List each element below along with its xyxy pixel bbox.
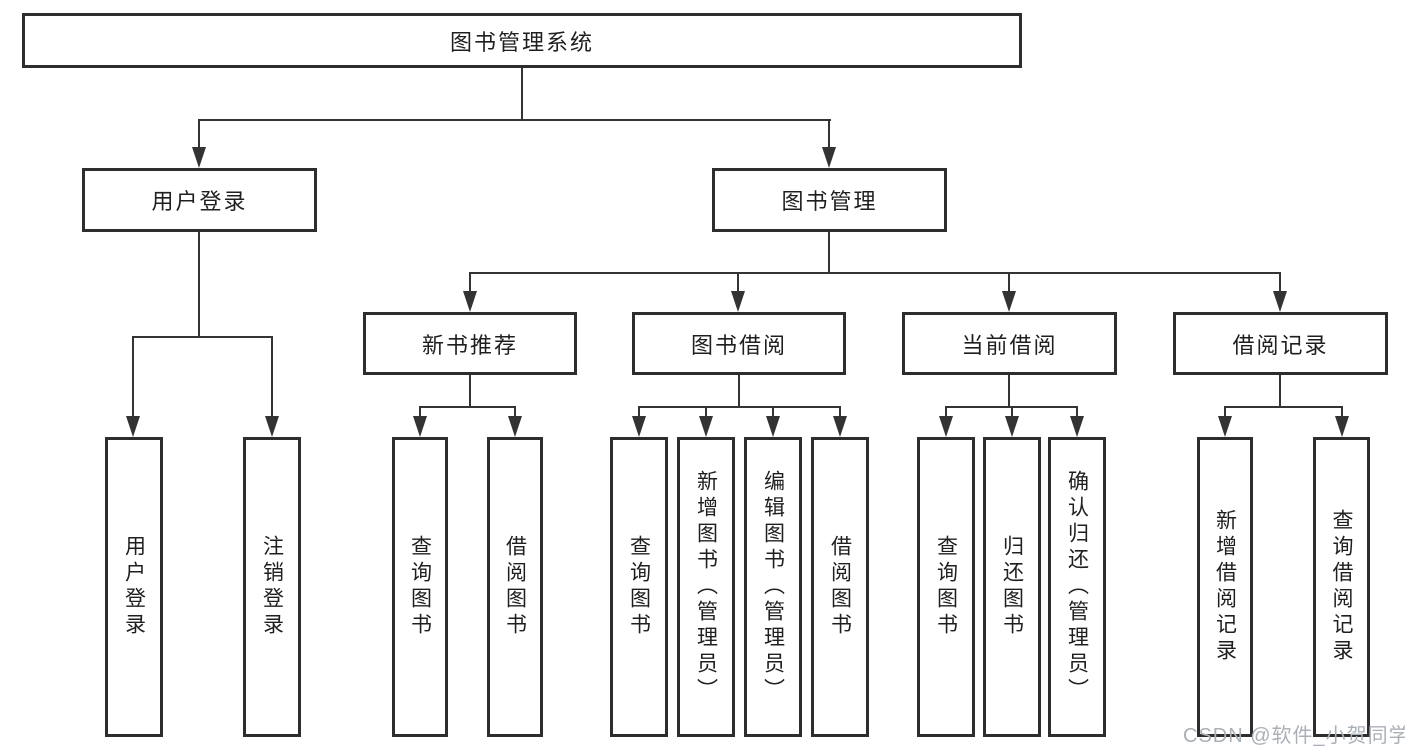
connector-line (945, 406, 947, 420)
connector-line (419, 406, 516, 408)
leaf-label: 新增借阅记录 (1213, 509, 1237, 665)
connector-line (1224, 406, 1343, 408)
node-user-login: 用户登录 (82, 168, 317, 232)
node-book-management: 图书管理 (712, 168, 947, 232)
leaf-label: 编辑图书（管理员） (761, 470, 785, 704)
leaf-label: 新增图书（管理员） (694, 470, 718, 704)
connector-line (1341, 406, 1343, 420)
arrowhead-down-icon (939, 416, 953, 437)
connector-line (469, 272, 471, 296)
leaf-user-login: 用户登录 (105, 437, 163, 737)
leaf-label: 查询借阅记录 (1330, 509, 1353, 665)
node-label: 当前借阅 (961, 332, 1058, 358)
leaf-borrow-books-recommend: 借阅图书 (487, 437, 543, 737)
arrowhead-down-icon (192, 147, 206, 168)
arrowhead-down-icon (699, 416, 713, 437)
leaf-query-books-borrowing: 查询图书 (610, 437, 668, 737)
node-current-borrowing: 当前借阅 (902, 312, 1117, 375)
arrowhead-down-icon (766, 416, 780, 437)
leaf-label: 归还图书 (1000, 535, 1024, 639)
leaf-label: 用户登录 (122, 535, 146, 639)
connector-line (419, 406, 421, 420)
arrowhead-down-icon (126, 416, 140, 437)
connector-line (738, 375, 740, 406)
leaf-query-books-recommend: 查询图书 (392, 437, 448, 737)
arrowhead-down-icon (265, 416, 279, 437)
connector-line (1279, 375, 1281, 406)
arrowhead-down-icon (1002, 291, 1016, 312)
leaf-add-books-admin: 新增图书（管理员） (677, 437, 735, 737)
leaf-label: 借阅图书 (828, 535, 852, 639)
leaf-label: 查询图书 (627, 535, 651, 639)
leaf-query-books-current: 查询图书 (917, 437, 975, 737)
leaf-label: 注销登录 (260, 535, 284, 639)
connector-line (828, 232, 830, 272)
csdn-watermark: CSDN @软件_小贺同学 (1183, 725, 1405, 747)
connector-line (705, 406, 707, 420)
arrowhead-down-icon (463, 291, 477, 312)
leaf-label: 查询图书 (934, 535, 958, 639)
connector-line (1011, 406, 1013, 420)
arrowhead-down-icon (833, 416, 847, 437)
node-borrowing-records: 借阅记录 (1173, 312, 1388, 375)
arrowhead-down-icon (1335, 416, 1349, 437)
arrowhead-down-icon (1070, 416, 1084, 437)
connector-line (521, 68, 523, 119)
connector-line (469, 272, 1281, 274)
leaf-label: 查询图书 (408, 535, 432, 639)
arrowhead-down-icon (1005, 416, 1019, 437)
arrowhead-down-icon (822, 147, 836, 168)
node-new-book-recommend: 新书推荐 (363, 312, 577, 375)
node-label: 图书管理 (781, 189, 878, 214)
leaf-return-books: 归还图书 (983, 437, 1041, 737)
connector-line (1076, 406, 1078, 420)
connector-line (271, 336, 273, 420)
leaf-confirm-return-admin: 确认归还（管理员） (1048, 437, 1106, 737)
node-label: 图书管理系统 (449, 29, 594, 55)
connector-line (198, 119, 200, 151)
connector-line (198, 119, 831, 121)
arrowhead-down-icon (508, 416, 522, 437)
connector-line (737, 272, 739, 296)
arrowhead-down-icon (1218, 416, 1232, 437)
node-label: 图书借阅 (690, 332, 787, 358)
connector-line (1008, 375, 1010, 406)
connector-line (1279, 272, 1281, 296)
leaf-edit-books-admin: 编辑图书（管理员） (744, 437, 802, 737)
connector-line (638, 406, 841, 408)
connector-line (469, 375, 471, 406)
connector-line (132, 336, 134, 420)
leaf-add-borrow-record: 新增借阅记录 (1197, 437, 1253, 737)
arrowhead-down-icon (1273, 291, 1287, 312)
arrowhead-down-icon (731, 291, 745, 312)
connector-line (638, 406, 640, 420)
leaf-label: 确认归还（管理员） (1065, 470, 1089, 704)
leaf-logout: 注销登录 (243, 437, 301, 737)
connector-line (839, 406, 841, 420)
connector-line (514, 406, 516, 420)
connector-line (1008, 272, 1010, 296)
connector-line (132, 336, 273, 338)
node-book-management-system: 图书管理系统 (22, 13, 1022, 68)
connector-line (772, 406, 774, 420)
arrowhead-down-icon (413, 416, 427, 437)
leaf-label: 借阅图书 (503, 535, 527, 639)
node-label: 借阅记录 (1232, 332, 1329, 358)
arrowhead-down-icon (632, 416, 646, 437)
connector-line (828, 119, 830, 151)
node-book-borrowing: 图书借阅 (632, 312, 846, 375)
node-label: 用户登录 (151, 189, 248, 214)
connector-line (1224, 406, 1226, 420)
node-label: 新书推荐 (421, 332, 518, 358)
connector-line (198, 232, 200, 336)
leaf-borrow-books: 借阅图书 (811, 437, 869, 737)
leaf-query-borrow-record: 查询借阅记录 (1313, 437, 1370, 737)
